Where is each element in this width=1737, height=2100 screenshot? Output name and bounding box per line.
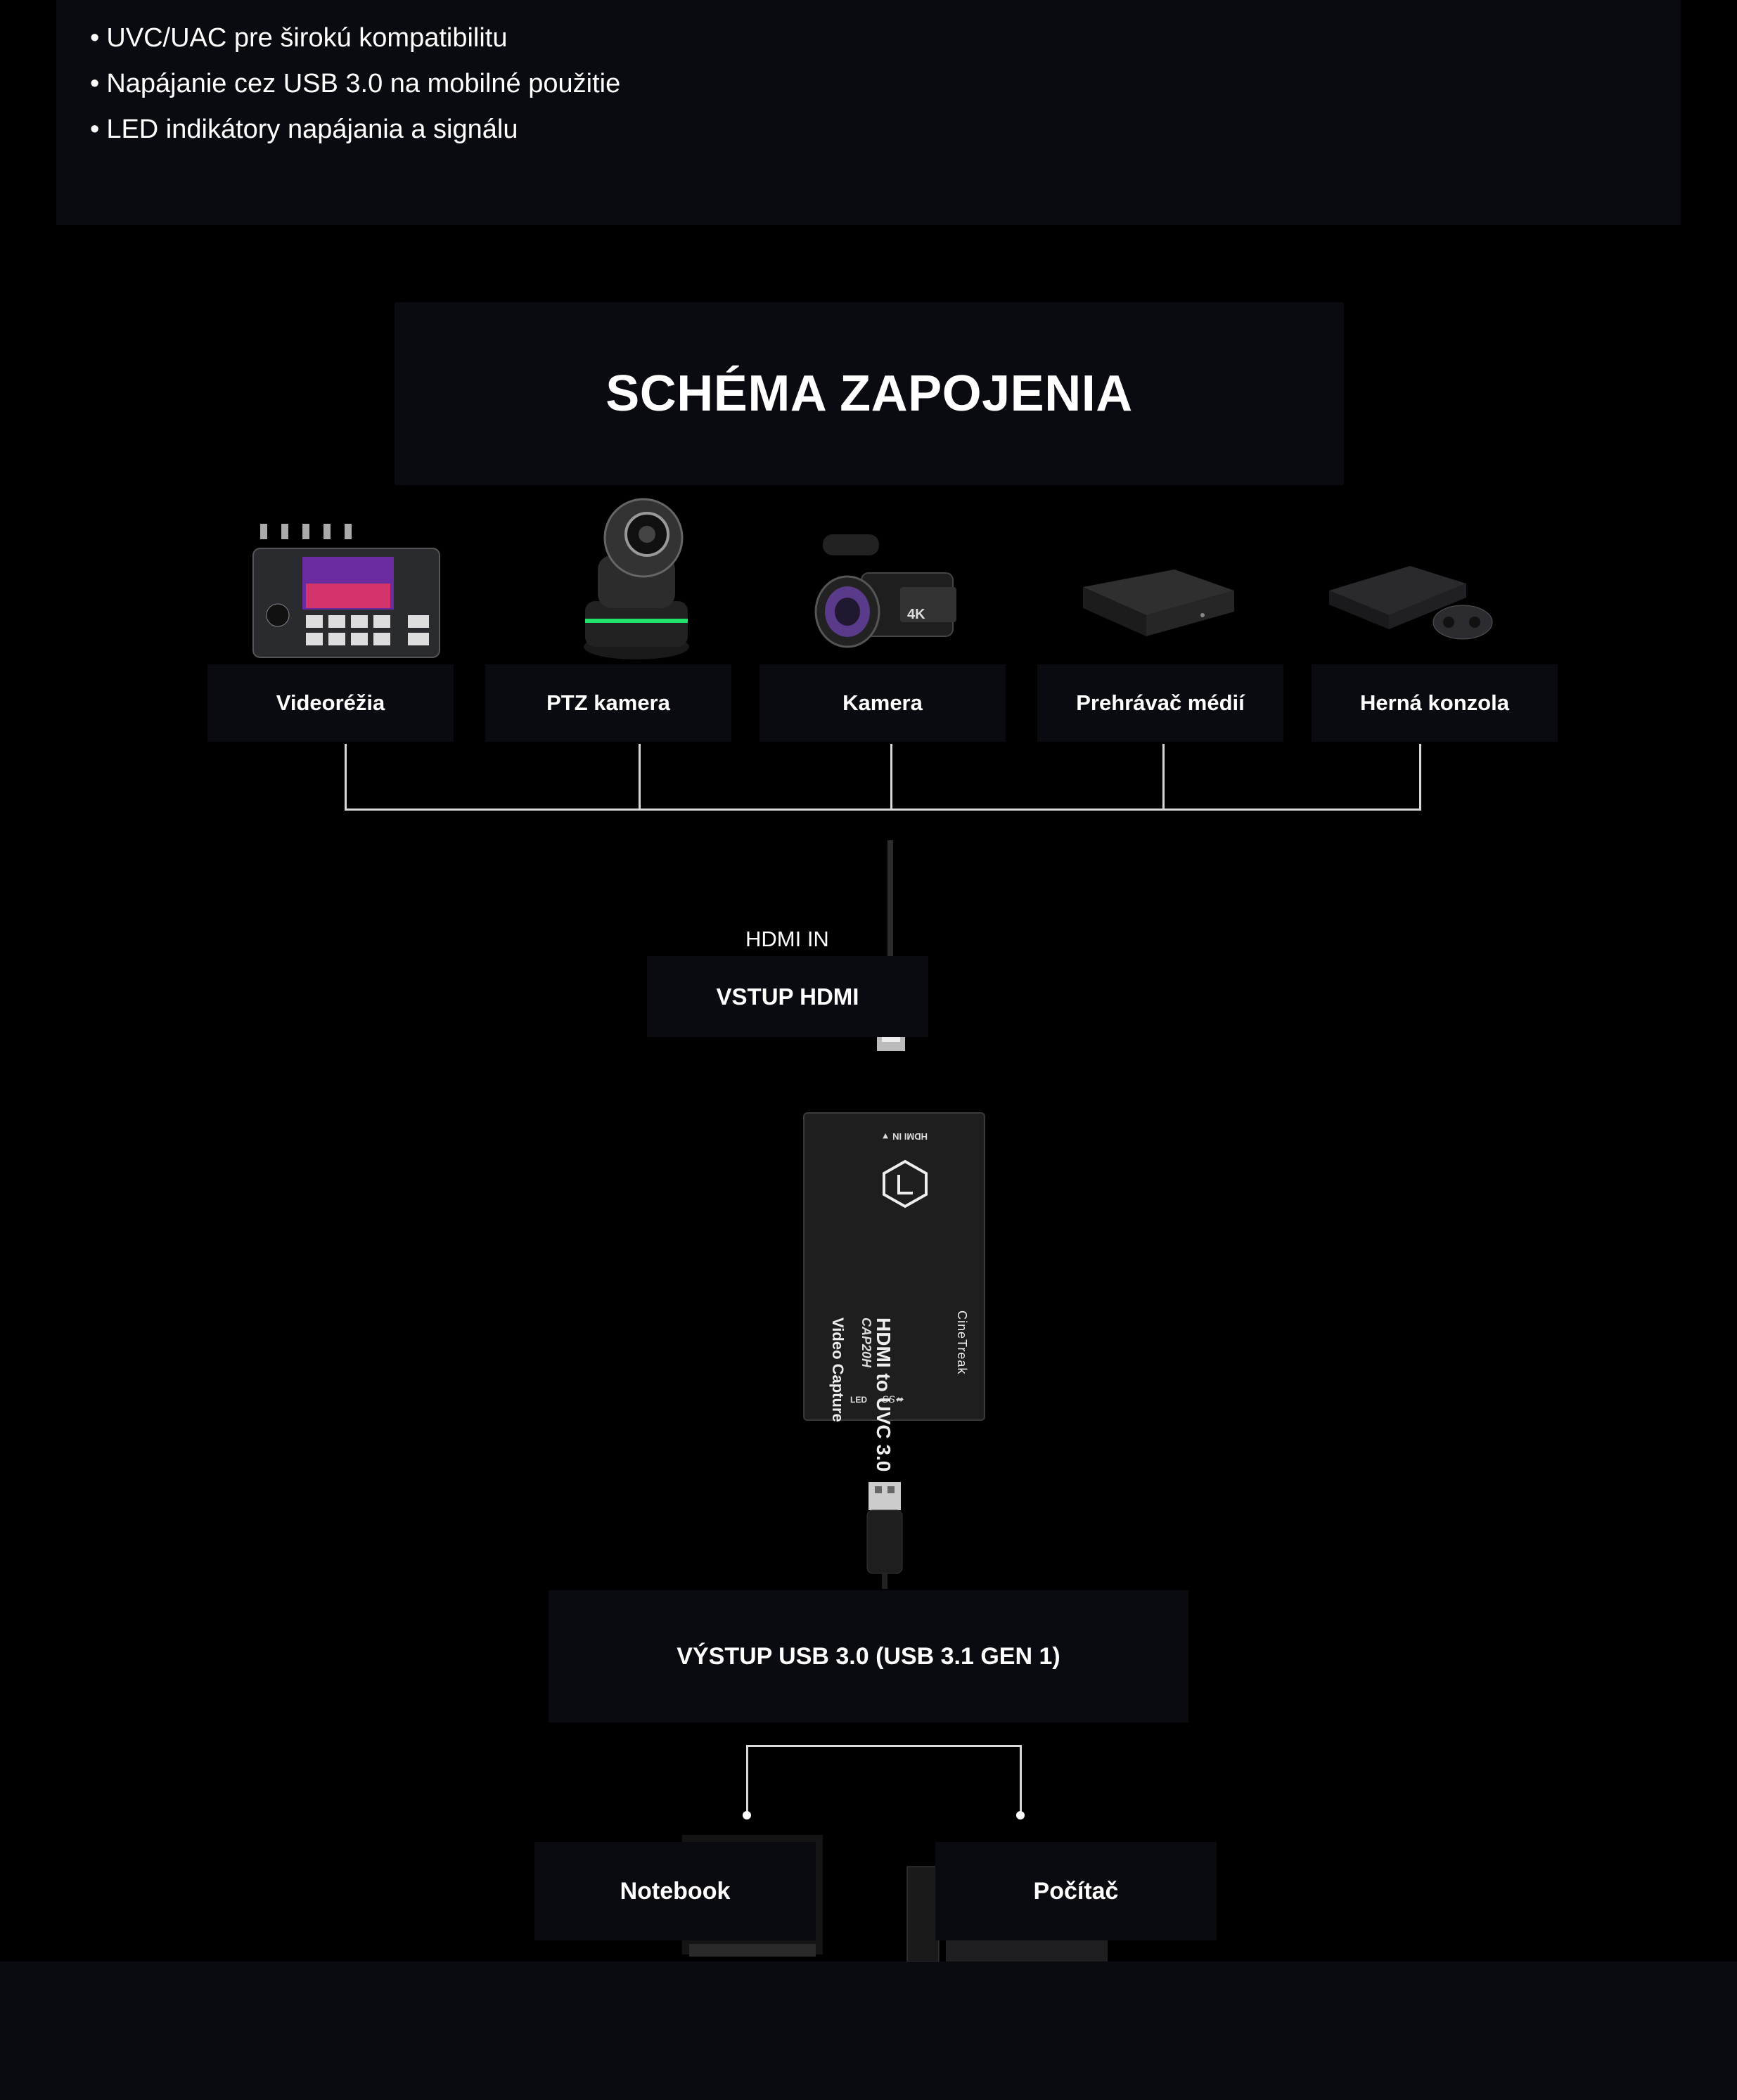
caption-text: Video Capture xyxy=(829,1318,847,1422)
output-connector-bus xyxy=(746,1745,1022,1747)
port-text: HDMI IN ▼ xyxy=(880,1131,928,1142)
connector-line xyxy=(1162,744,1165,811)
connector-dot xyxy=(743,1811,751,1819)
device-label-text: Kamera xyxy=(842,690,923,715)
capture-device: HDMI IN ▼ HDMI to UVC 3.0 CAP20H Video C… xyxy=(803,1112,985,1471)
output-connector-line xyxy=(746,1745,748,1815)
device-label-text: Herná konzola xyxy=(1360,690,1509,715)
output-label-pocitac: Počítač xyxy=(935,1842,1217,1940)
brand-text: CineTreak xyxy=(955,1310,969,1375)
device-label-videorezia: Videoréžia xyxy=(207,664,454,742)
brand-logo-icon xyxy=(883,1159,928,1209)
connector-dot xyxy=(1016,1811,1025,1819)
features-panel: UVC/UAC pre širokú kompatibilitu Napájan… xyxy=(56,0,1681,225)
ptz-camera-icon xyxy=(584,498,689,659)
output-label-text: Notebook xyxy=(620,1877,731,1905)
usb-logo-text: SS⬌ xyxy=(882,1393,904,1405)
media-player-icon xyxy=(1083,569,1234,636)
connector-bus xyxy=(345,809,1421,811)
output-label-text: Počítač xyxy=(1033,1877,1119,1905)
video-mixer-icon xyxy=(252,524,440,658)
connector-line xyxy=(345,744,347,811)
connector-line xyxy=(1419,744,1421,811)
feature-item: LED indikátory napájania a signálu xyxy=(90,107,1681,153)
device-label-ptz-kamera: PTZ kamera xyxy=(485,664,731,742)
hdmi-in-text: HDMI IN xyxy=(745,927,829,951)
svg-text:4K: 4K xyxy=(907,607,925,622)
feature-item: UVC/UAC pre širokú kompatibilitu xyxy=(90,15,1681,61)
connector-line xyxy=(890,744,892,811)
led-text: LED xyxy=(850,1395,867,1405)
device-label-kamera: Kamera xyxy=(759,664,1006,742)
game-console-icon xyxy=(1329,566,1493,640)
usb-output-label: VÝSTUP USB 3.0 (USB 3.1 GEN 1) xyxy=(677,1642,1060,1670)
hdmi-input-box: VSTUP HDMI xyxy=(647,956,928,1037)
device-label-herna-konzola: Herná konzola xyxy=(1312,664,1558,742)
usb-output-box: VÝSTUP USB 3.0 (USB 3.1 GEN 1) xyxy=(549,1590,1188,1722)
connector-line xyxy=(639,744,641,811)
output-label-notebook: Notebook xyxy=(534,1842,816,1940)
footer-panel xyxy=(0,1961,1737,2100)
hdmi-input-label: VSTUP HDMI xyxy=(716,983,859,1010)
device-label-text: PTZ kamera xyxy=(546,690,670,715)
device-label-text: Videoréžia xyxy=(276,690,385,715)
output-connector-line xyxy=(1020,1745,1022,1815)
usb-cable-icon xyxy=(866,1482,903,1589)
feature-item: Napájanie cez USB 3.0 na mobilné použiti… xyxy=(90,61,1681,107)
title-box: SCHÉMA ZAPOJENIA xyxy=(395,302,1344,485)
features-list: UVC/UAC pre širokú kompatibilitu Napájan… xyxy=(56,0,1681,153)
section-title: SCHÉMA ZAPOJENIA xyxy=(605,366,1133,422)
camcorder-icon: 4K xyxy=(814,534,956,648)
device-label-text: Prehrávač médií xyxy=(1076,690,1245,715)
device-label-prehravac-medii: Prehrávač médií xyxy=(1037,664,1283,742)
